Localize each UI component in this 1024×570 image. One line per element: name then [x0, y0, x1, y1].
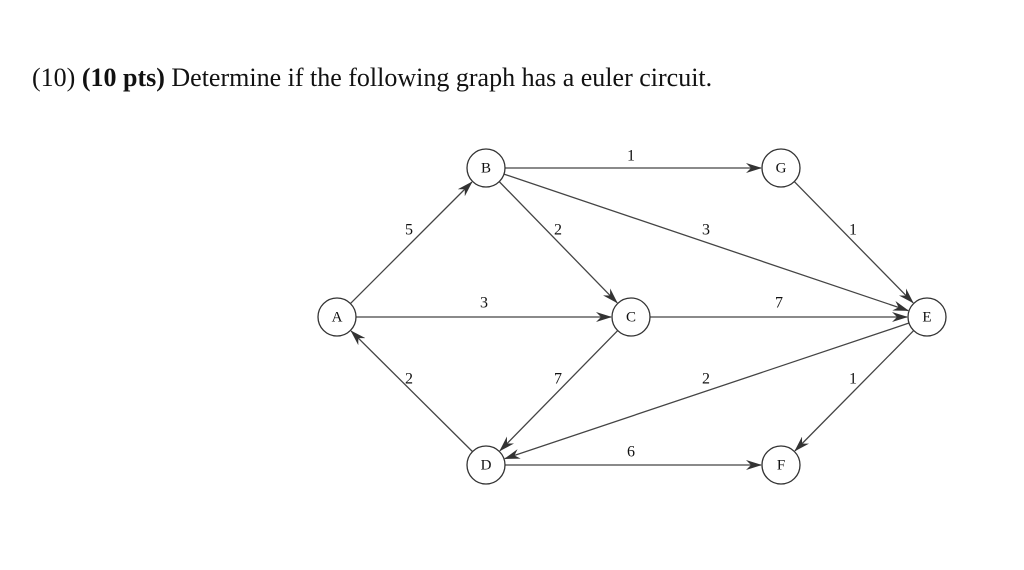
question-prompt: Determine if the following graph has a e… — [171, 63, 713, 92]
edge-weight-B-G: 1 — [627, 148, 635, 165]
node-A: A — [317, 297, 357, 337]
node-label-G: G — [776, 160, 787, 176]
node-circle-F — [761, 445, 801, 485]
edge-weight-E-D: 2 — [702, 371, 710, 388]
edge-weight-E-F: 1 — [849, 371, 857, 388]
node-circle-C — [611, 297, 651, 337]
node-F: F — [761, 445, 801, 485]
node-G: G — [761, 148, 801, 188]
edge-B-E — [503, 173, 909, 312]
node-D: D — [466, 445, 506, 485]
node-circle-A — [317, 297, 357, 337]
edge-G-E — [793, 181, 914, 304]
edge-E-F — [794, 330, 915, 452]
edge-weight-A-B: 5 — [405, 222, 413, 239]
node-circle-G — [761, 148, 801, 188]
edge-weight-D-F: 6 — [627, 444, 635, 461]
node-label-C: C — [626, 309, 636, 325]
node-E: E — [907, 297, 947, 337]
node-B: B — [466, 148, 506, 188]
edge-weight-C-E: 7 — [775, 295, 783, 312]
edge-weight-B-E: 3 — [702, 222, 710, 239]
node-label-B: B — [481, 160, 491, 176]
node-label-E: E — [922, 309, 931, 325]
edge-A-B — [349, 181, 473, 305]
edge-weight-G-E: 1 — [849, 222, 857, 239]
node-C: C — [611, 297, 651, 337]
node-label-F: F — [777, 457, 785, 473]
edge-weight-A-C: 3 — [480, 295, 488, 312]
edge-C-D — [499, 330, 619, 452]
node-label-D: D — [481, 457, 492, 473]
edge-D-A — [350, 330, 473, 453]
node-label-A: A — [332, 309, 343, 325]
question-text: (10) (10 pts) Determine if the following… — [32, 62, 712, 93]
edge-weight-D-A: 2 — [405, 371, 413, 388]
edge-E-D — [504, 322, 910, 460]
edge-weight-B-C: 2 — [554, 222, 562, 239]
node-circle-B — [466, 148, 506, 188]
edge-weight-C-D: 7 — [554, 371, 562, 388]
node-circle-E — [907, 297, 947, 337]
edge-B-C — [498, 181, 618, 304]
node-circle-D — [466, 445, 506, 485]
question-number: (10) — [32, 63, 76, 92]
question-points: (10 pts) — [81, 63, 165, 92]
